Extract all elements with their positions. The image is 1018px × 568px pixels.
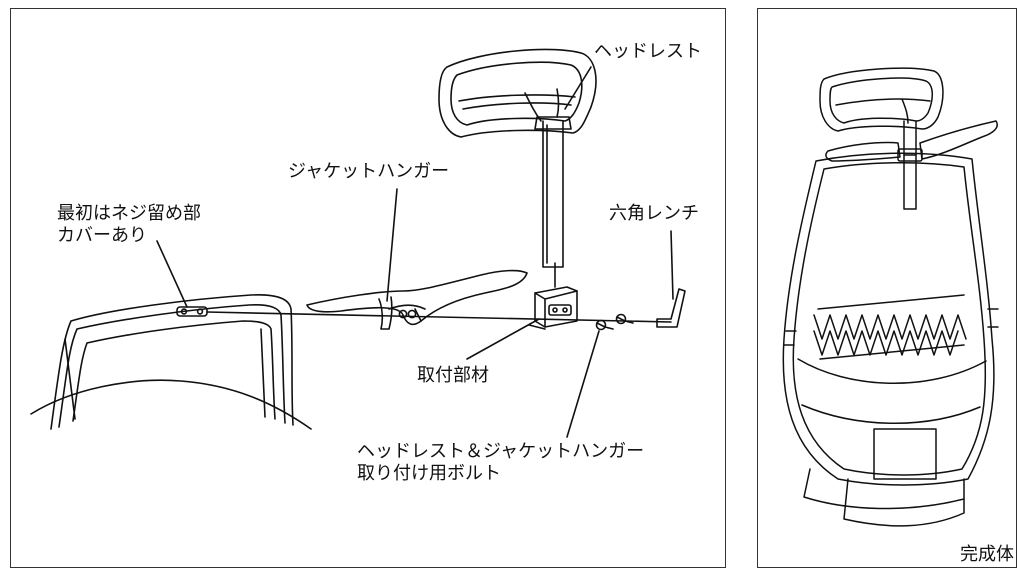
label-screw-cover-line1: 最初はネジ留め部 [57,203,201,224]
label-bolts-line2: 取り付け用ボルト [357,463,501,484]
mounting-bracket [528,286,578,330]
label-bolts: ヘッドレスト＆ジャケットハンガー 取り付け用ボルト [357,441,644,485]
label-mounting-part: 取付部材 [417,365,489,386]
leader-mounting-part [466,318,540,360]
screw-cover [176,306,208,317]
completed-assembly-panel: 完成体 [757,8,1017,568]
bolts [595,313,634,331]
label-headrest: ヘッドレスト [594,41,702,62]
assembly-axis-line [206,311,672,323]
completed-chair-back [782,152,995,527]
completed-stem [897,120,923,210]
exploded-diagram-panel: ヘッドレスト ジャケットハンガー 最初はネジ留め部 カバーあり 六角レンチ 取付… [10,8,726,568]
label-screw-cover: 最初はネジ留め部 カバーあり [57,203,201,247]
hex-wrench [656,288,686,328]
label-screw-cover-line2: カバーあり [57,225,147,246]
headrest [438,48,597,138]
headrest-stem [534,116,572,288]
completed-mesh-band [783,294,999,360]
label-bolts-line1: ヘッドレスト＆ジャケットハンガー [357,441,645,462]
leader-headrest [564,66,592,110]
leader-bolts [566,330,600,438]
leader-hex-wrench [670,230,674,300]
chair-back-top [30,294,312,430]
completed-headrest [819,67,944,132]
completed-jacket-hanger [825,120,998,162]
label-jacket-hanger: ジャケットハンガー [288,161,450,182]
jacket-hanger [306,269,528,330]
leader-screw-cover [156,240,188,308]
completed-assembly-drawing [782,67,999,527]
leader-jacket-hanger [386,188,398,302]
exploded-diagram-drawing [30,48,686,438]
label-completed: 完成体 [960,544,1014,565]
label-hex-wrench: 六角レンチ [609,203,699,224]
